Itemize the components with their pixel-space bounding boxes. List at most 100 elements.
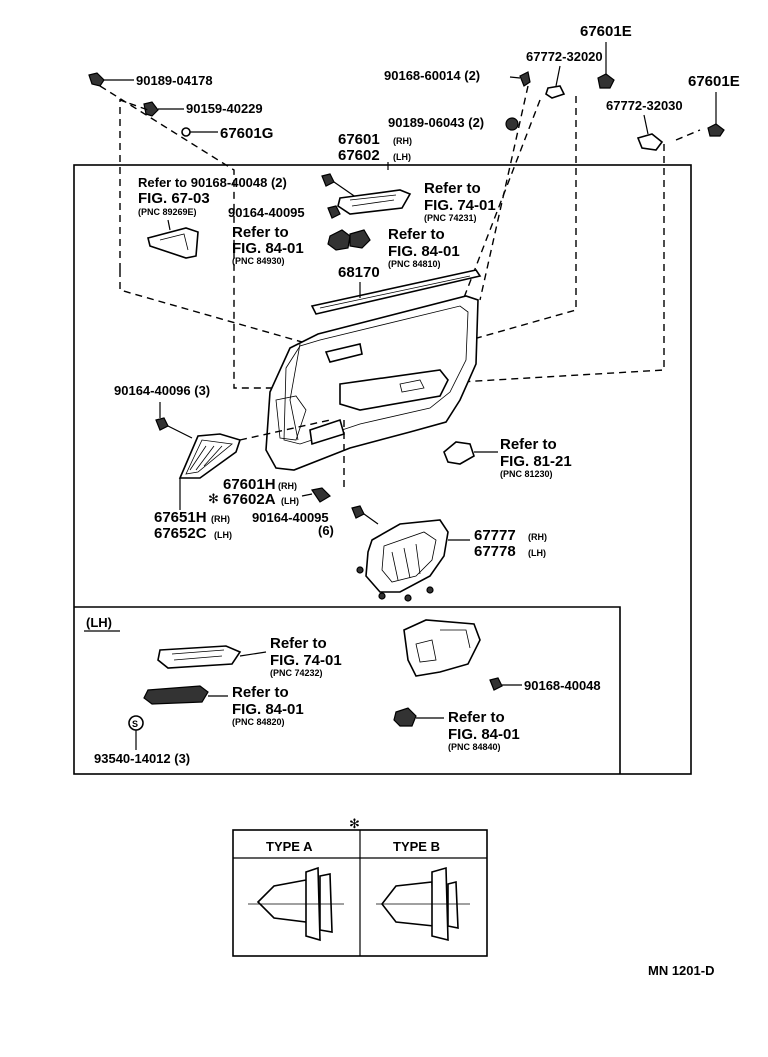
screw-90168-40048-lh [489, 677, 522, 691]
ref-fig-84-01-d-1: Refer to [448, 709, 505, 726]
callout-67601G: 67601G [220, 125, 273, 142]
ref-fig-74-01-a-2: FIG. 74-01 [424, 197, 496, 214]
door-pocket-67777 [356, 519, 470, 602]
ref-90168-40048: Refer to 90168-40048 (2) [138, 175, 287, 190]
clip-90189-04178 [88, 72, 134, 87]
type-a-label: TYPE A [266, 839, 313, 854]
lh-switch-bezel [157, 645, 267, 669]
svg-text:S: S [132, 719, 138, 729]
callout-90164-40095-a: 90164-40095 [228, 205, 305, 220]
ref-fig-84-01-c-2: FIG. 84-01 [232, 701, 304, 718]
lh-bracket [403, 619, 481, 677]
callout-90159-40229: 90159-40229 [186, 101, 263, 116]
callout-90189-04178: 90189-04178 [136, 73, 213, 88]
lh-sub-frame [74, 606, 621, 774]
clip-type-a-drawing [248, 866, 344, 942]
pnc-84820: (PNC 84820) [232, 717, 285, 727]
callout-67772-32020: 67772-32020 [526, 49, 603, 64]
ref-fig-81-21-1: Refer to [500, 436, 557, 453]
pad-67772-32020 [545, 65, 566, 99]
clip-67601G [181, 127, 218, 137]
callout-67602A: 67602A [223, 491, 276, 508]
ref-fig-84-01-b-2: FIG. 84-01 [388, 243, 460, 260]
clip-90159-40229 [143, 101, 184, 117]
callout-90168-60014: 90168-60014 (2) [384, 68, 480, 83]
asterisk-2: ✻ [349, 816, 360, 831]
ref-fig-74-01-b-1: Refer to [270, 635, 327, 652]
pnc-89269E: (PNC 89269E) [138, 207, 197, 217]
dash-clip-90189 [99, 85, 280, 389]
suffix-rh-3: (RH) [211, 514, 230, 524]
type-b-label: TYPE B [393, 839, 440, 854]
diagram-code: MN 1201-D [648, 963, 714, 978]
suffix-lh-2: (LH) [281, 496, 299, 506]
ref-fig-81-21-2: FIG. 81-21 [500, 453, 572, 470]
lh-switch-84820 [143, 685, 228, 705]
door-trim-panel [265, 295, 479, 471]
callout-67601: 67601 [338, 131, 380, 148]
screw-90168-60014 [509, 71, 531, 87]
screw-90168-40048-top [321, 173, 335, 187]
ref-fig-84-01-b-1: Refer to [388, 226, 445, 243]
callout-67652C: 67652C [154, 525, 207, 542]
weatherstrip-68170 [310, 269, 482, 315]
callout-90164-40095-b: 90164-40095 [252, 510, 329, 525]
clip-90189-06043 [505, 117, 519, 131]
ref-fig-84-01-a-1: Refer to [232, 224, 289, 241]
clip-67601E-top [597, 42, 615, 89]
courtesy-lamp-81230 [443, 441, 498, 465]
pnc-74232: (PNC 74232) [270, 668, 323, 678]
screw-90164-40096 [155, 402, 193, 439]
callout-93540-14012: 93540-14012 (3) [94, 751, 190, 766]
clip-67601H [311, 487, 331, 503]
callout-67777: 67777 [474, 527, 516, 544]
switch-84810 [349, 229, 371, 249]
dash-clip-67601E [675, 129, 701, 141]
screw-90164-40095-b [351, 505, 379, 525]
callout-90164-40096: 90164-40096 (3) [114, 383, 210, 398]
callout-90164-40095-b-qty: (6) [318, 523, 334, 538]
clip-67601E-right [707, 92, 725, 137]
callout-67601E-right: 67601E [688, 73, 740, 90]
callout-67601H: 67601H [223, 476, 276, 493]
suffix-rh-4: (RH) [528, 532, 547, 542]
dash-panel-left [119, 270, 331, 351]
callout-67601E-top: 67601E [580, 23, 632, 40]
ref-fig-74-01-a-1: Refer to [424, 180, 481, 197]
power-window-switch-bezel [337, 189, 412, 215]
pnc-84930: (PNC 84930) [232, 256, 285, 266]
clip-type-b-drawing [376, 866, 470, 942]
lh-box-label: (LH) [86, 615, 112, 630]
callout-67651H: 67651H [154, 509, 207, 526]
dash-clip-90159 [119, 99, 149, 270]
ref-fig-84-01-d-2: FIG. 84-01 [448, 726, 520, 743]
pad-67772-32030 [636, 114, 664, 151]
suffix-rh-1: (RH) [393, 136, 412, 146]
pnc-81230: (PNC 81230) [500, 469, 553, 479]
switch-84930 [327, 229, 351, 251]
suffix-lh-3: (LH) [214, 530, 232, 540]
pnc-84840: (PNC 84840) [448, 742, 501, 752]
pnc-84810: (PNC 84810) [388, 259, 441, 269]
ref-fig-74-01-b-2: FIG. 74-01 [270, 652, 342, 669]
handle-cup [147, 219, 199, 259]
callout-90189-06043: 90189-06043 (2) [388, 115, 484, 130]
main-frame [73, 164, 692, 775]
lh-switch-84840 [393, 707, 444, 727]
callout-67602: 67602 [338, 147, 380, 164]
screw-90164-40095-a [327, 205, 341, 219]
type-table [232, 829, 488, 957]
callout-68170: 68170 [338, 264, 380, 281]
asterisk-1: ✻ [208, 491, 219, 506]
ref-fig-67-03: FIG. 67-03 [138, 190, 210, 207]
dash-pad-32020 [469, 96, 577, 341]
pnc-74231: (PNC 74231) [424, 213, 477, 223]
callout-67772-32030: 67772-32030 [606, 98, 683, 113]
ref-fig-84-01-c-1: Refer to [232, 684, 289, 701]
suffix-lh-1: (LH) [393, 152, 411, 162]
callout-90168-40048: 90168-40048 [524, 678, 601, 693]
s-symbol: S [128, 715, 144, 750]
suffix-lh-4: (LH) [528, 548, 546, 558]
